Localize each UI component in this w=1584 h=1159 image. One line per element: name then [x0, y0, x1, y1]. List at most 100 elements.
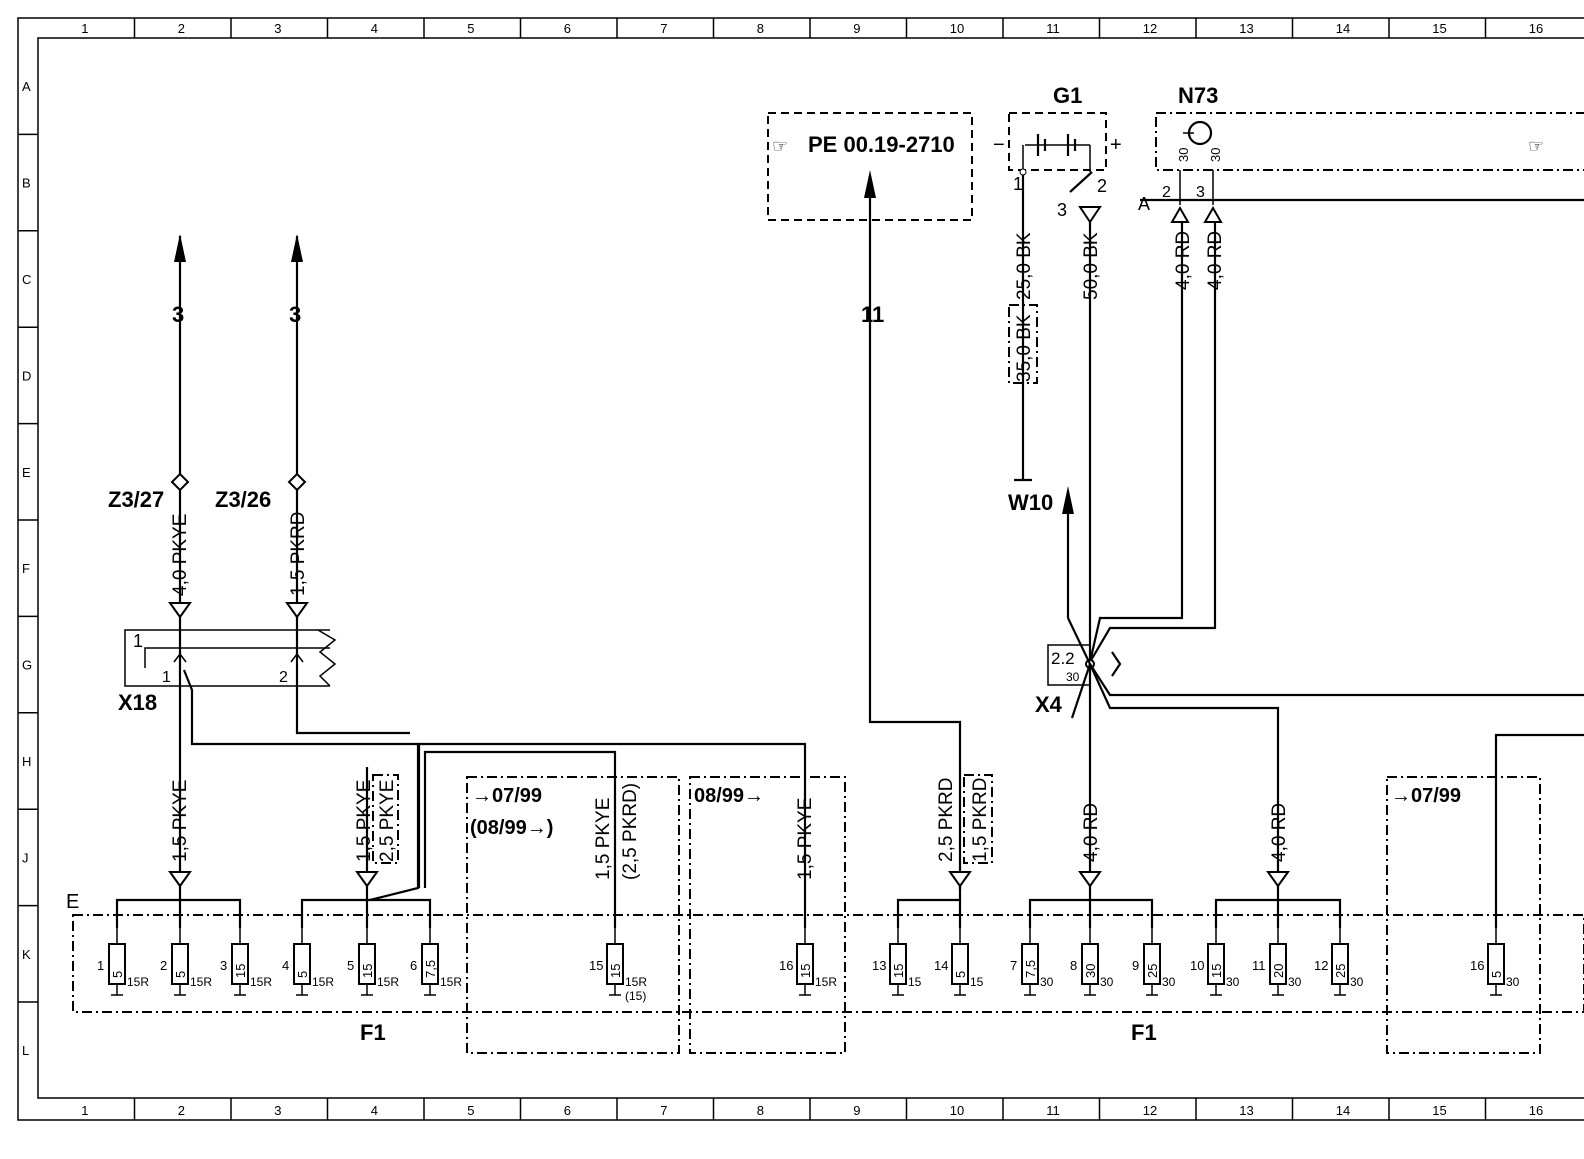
- fuse-terminal: 30: [1040, 975, 1054, 989]
- column-label-bottom: 16: [1529, 1103, 1543, 1118]
- x4-label: X4: [1035, 692, 1063, 717]
- box-0799-right-title: →07/99: [1391, 785, 1461, 807]
- fuse-number: 8: [1070, 958, 1077, 973]
- wire-label-f1-8: 4,0 RD: [1081, 803, 1102, 862]
- column-label-bottom: 8: [757, 1103, 764, 1118]
- fuse-number: 9: [1132, 958, 1139, 973]
- wire-label-g1-1-alt: 35,0 BK: [1014, 314, 1035, 382]
- fuse-amp: 15: [360, 964, 375, 978]
- column-label-bottom: 10: [950, 1103, 964, 1118]
- fuse-number: 16: [779, 958, 793, 973]
- n73-module: N73 ☞ A 2 3: [1138, 83, 1584, 223]
- wire-label-f1-15-alt: (2,5 PKRD): [620, 783, 641, 880]
- column-label-bottom: 6: [564, 1103, 571, 1118]
- fuse-terminal-extra: (15): [625, 989, 646, 1003]
- x4-connector: 2.2 30 X4: [1035, 486, 1584, 872]
- fuse-terminal: 15R: [440, 975, 462, 989]
- g1-battery: G1 − + 1 2 3: [993, 83, 1122, 224]
- column-label-top: 14: [1336, 21, 1350, 36]
- fuse-number: 3: [220, 958, 227, 973]
- fuse-terminal: 15R: [190, 975, 212, 989]
- fuse-amp: 30: [1083, 964, 1098, 978]
- n73-terminal-a: 30: [1176, 148, 1191, 162]
- row-label: G: [22, 658, 32, 673]
- fuse-feed-bars: [115, 767, 1498, 928]
- n73-pin-3: 3: [1196, 184, 1205, 201]
- column-label-bottom: 12: [1143, 1103, 1157, 1118]
- column-label-bottom: 14: [1336, 1103, 1350, 1118]
- fuse-amp: 5: [1489, 971, 1504, 978]
- row-label: C: [22, 272, 31, 287]
- fuse: 15 5 15R: [347, 928, 399, 996]
- column-label-top: 15: [1432, 21, 1446, 36]
- e-label: E: [66, 891, 79, 913]
- fuse-amp: 15: [233, 964, 248, 978]
- fuse-terminal: 30: [1226, 975, 1240, 989]
- column-label-bottom: 2: [178, 1103, 185, 1118]
- column-label-top: 8: [757, 21, 764, 36]
- fuse-terminal: 15R: [815, 975, 837, 989]
- pointing-hand-icon: ☞: [772, 136, 788, 156]
- fuse-number: 4: [282, 958, 289, 973]
- box-0899-title: 08/99→: [694, 785, 764, 807]
- column-label-bottom: 5: [467, 1103, 474, 1118]
- fuse: 15 16 15R: [779, 928, 837, 996]
- row-label: D: [22, 368, 31, 383]
- fuse-number: 5: [347, 958, 354, 973]
- fuse-terminal: 15R: [127, 975, 149, 989]
- right-wire-fuse16: [1494, 733, 1584, 905]
- z3-26-wire: 3 Z3/26: [215, 234, 309, 619]
- fuse-terminal: 15: [908, 975, 922, 989]
- wire-arrow-label-right: 3: [289, 302, 301, 327]
- column-label-top: 12: [1143, 21, 1157, 36]
- fuses: 5115R5215R15315R5415R15515R7,5615R151515…: [97, 928, 1520, 1003]
- g1-pin-2: 2: [1097, 176, 1107, 196]
- fuse-amp: 15: [798, 964, 813, 978]
- column-label-bottom: 9: [853, 1103, 860, 1118]
- fuse-terminal: 15R: [377, 975, 399, 989]
- column-label-bottom: 1: [81, 1103, 88, 1118]
- x18-wires-down: [178, 617, 807, 905]
- x18-inner-pin: 1: [133, 631, 143, 651]
- column-label-top: 5: [467, 21, 474, 36]
- fuse-amp: 15: [1209, 964, 1224, 978]
- fuse-amp: 5: [295, 971, 310, 978]
- g1-pin-3: 3: [1057, 200, 1067, 220]
- pe-wire-arrow-label: 11: [861, 302, 884, 327]
- x18-label: X18: [118, 690, 157, 715]
- z3-27-label: Z3/27: [108, 487, 164, 512]
- wire-label-f1-2: 1,5 PKYE: [170, 780, 191, 862]
- fuse-amp: 20: [1271, 964, 1286, 978]
- x4-number: 2.2: [1051, 649, 1075, 668]
- wire-label-g1-1: 25,0 BK: [1014, 232, 1035, 300]
- pe-reference-label: PE 00.19-2710: [808, 132, 955, 157]
- z3-27-wire: 3 Z3/27: [108, 234, 192, 619]
- fuse-amp: 5: [110, 971, 125, 978]
- fuse-number: 10: [1190, 958, 1204, 973]
- row-label: H: [22, 754, 31, 769]
- wire-label-f1-11: 4,0 RD: [1269, 803, 1290, 862]
- n73-pin-2: 2: [1162, 184, 1171, 201]
- column-label-bottom: 3: [274, 1103, 281, 1118]
- column-label-top: 13: [1239, 21, 1253, 36]
- fuse-number: 11: [1252, 958, 1266, 973]
- wire-label-z327: 4,0 PKYE: [170, 514, 191, 596]
- column-label-top: 3: [274, 21, 281, 36]
- column-label-top: 9: [853, 21, 860, 36]
- n73-label: N73: [1178, 83, 1218, 108]
- row-label: B: [22, 176, 31, 191]
- box-0899: 08/99→: [689, 776, 846, 1054]
- g1-label: G1: [1053, 83, 1082, 108]
- n73-wires: [1088, 222, 1217, 663]
- column-label-bottom: 7: [660, 1103, 667, 1118]
